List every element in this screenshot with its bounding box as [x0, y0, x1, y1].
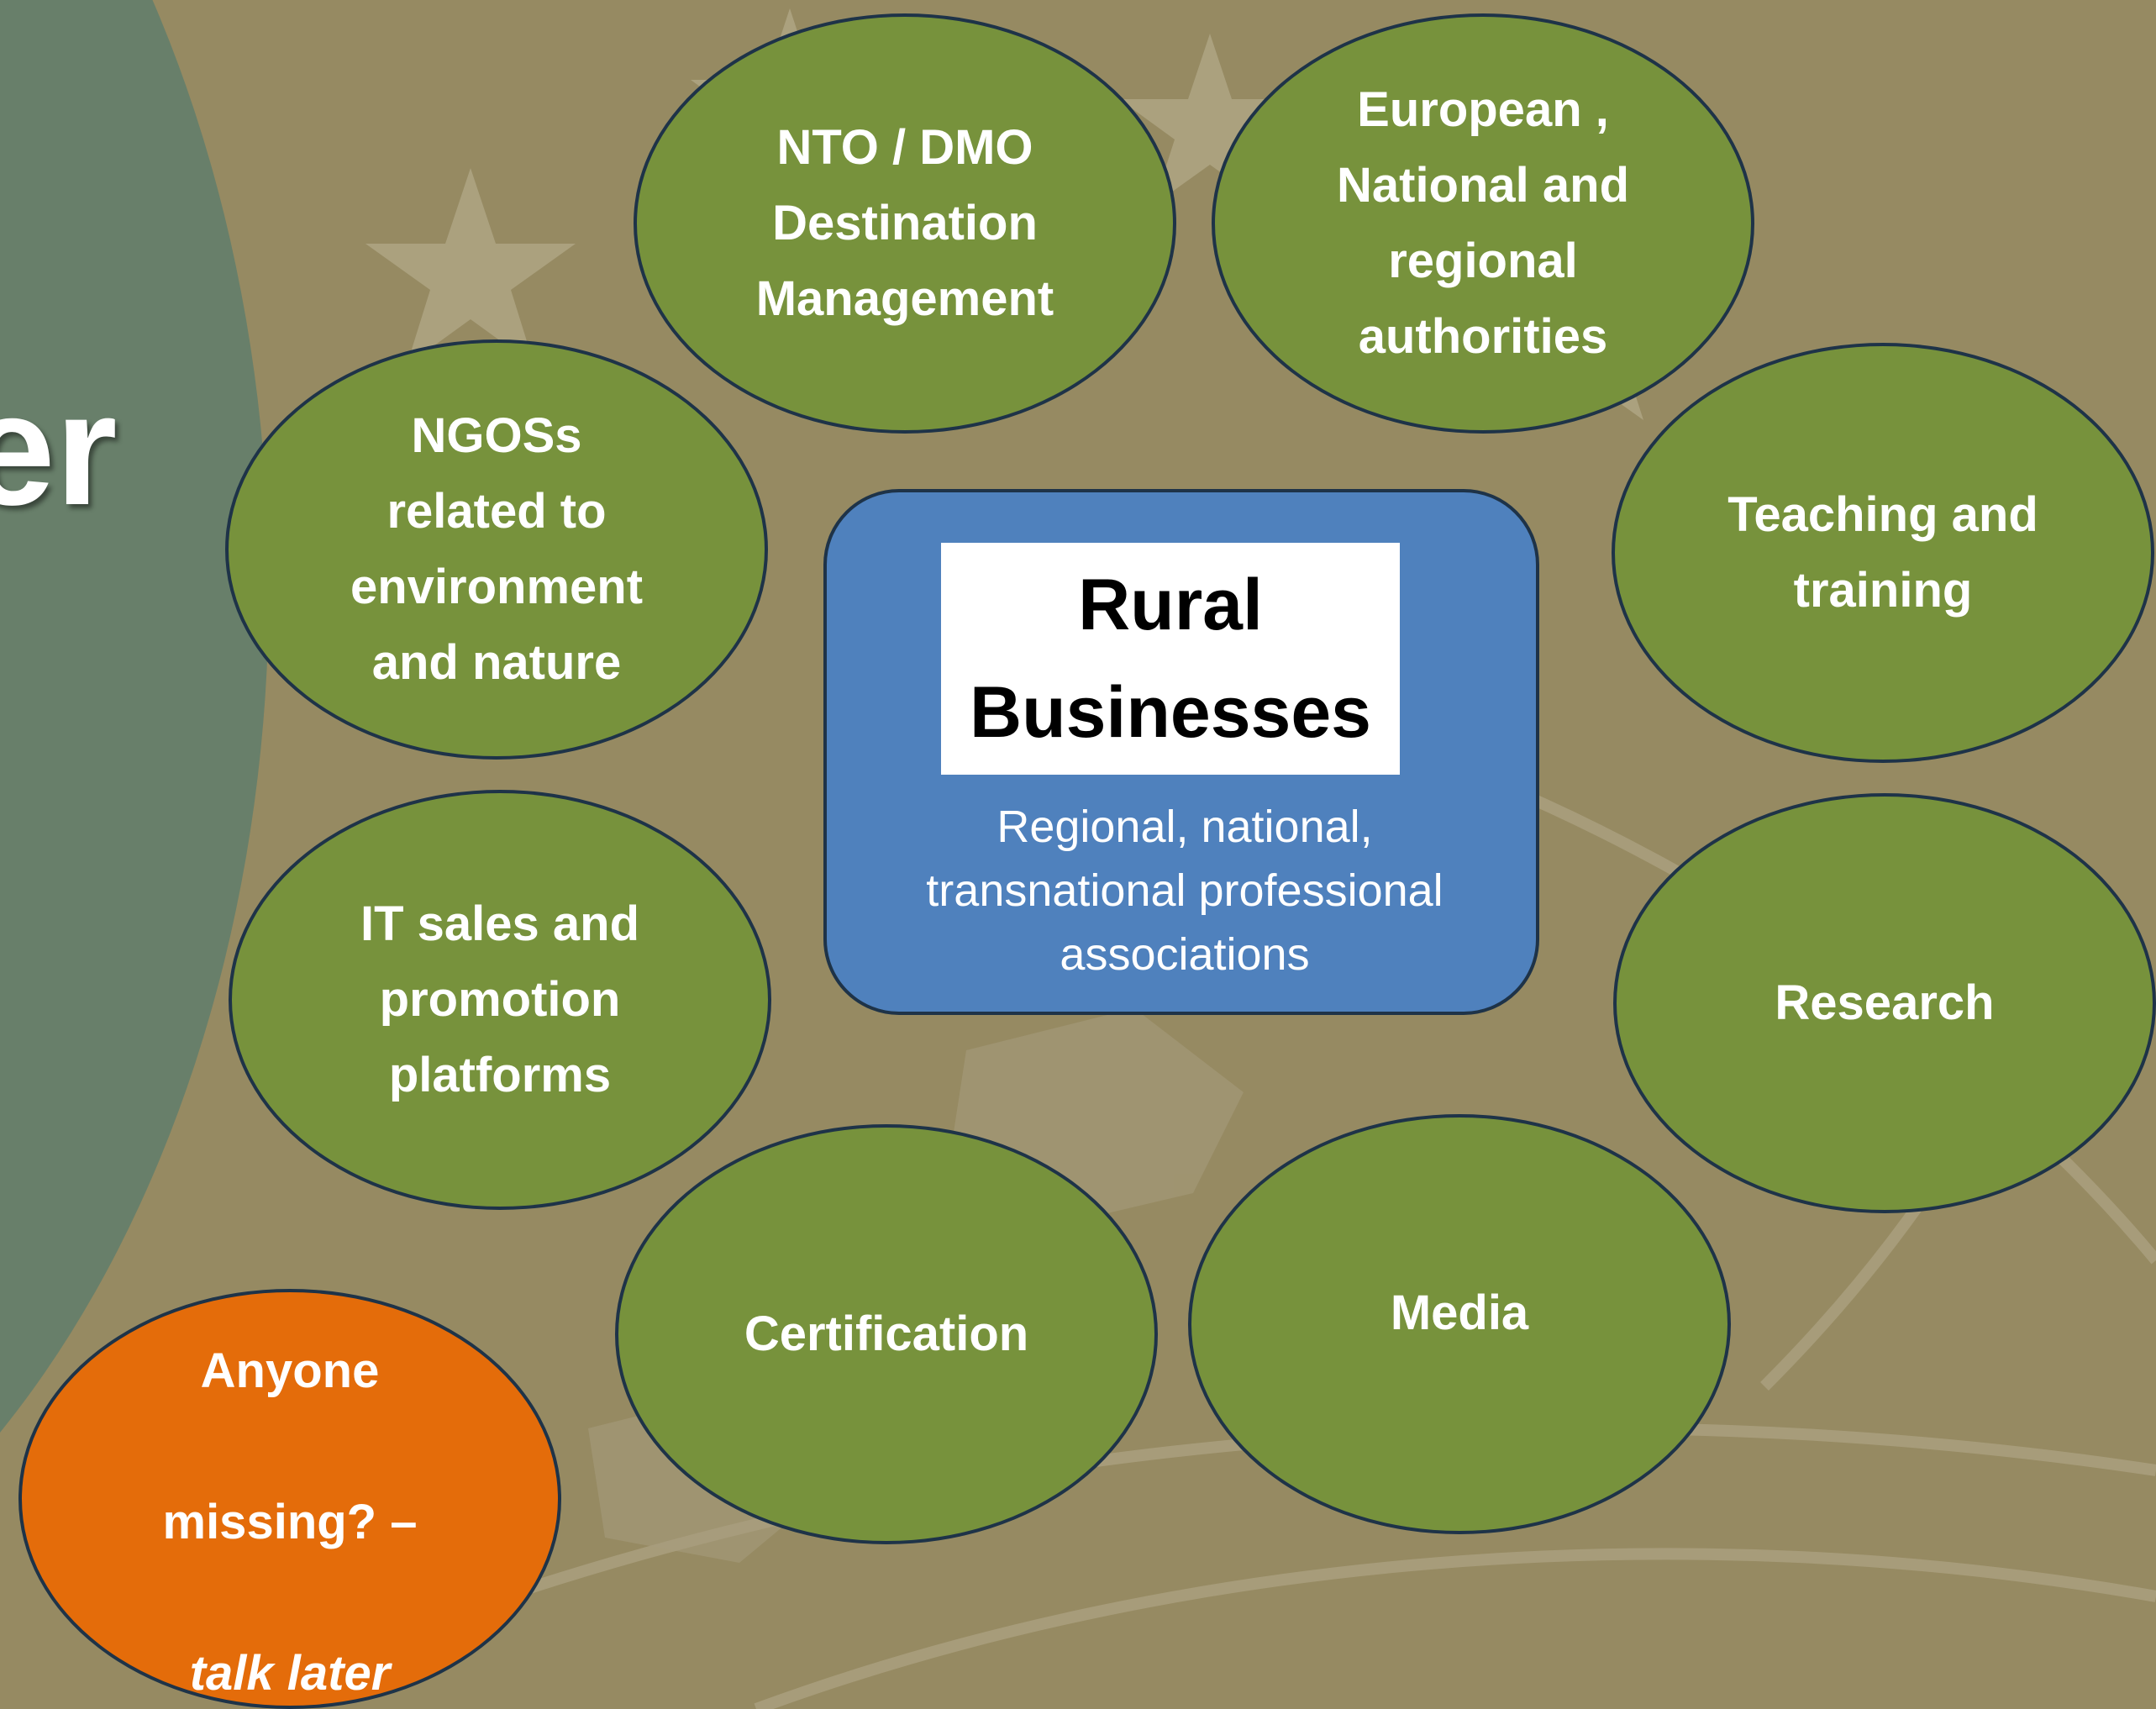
node-anyone-missing: Anyone missing? – talk later [18, 1289, 561, 1709]
node-teaching-label: Teaching and training [1727, 487, 2038, 618]
node-it-sales: IT sales and promotion platforms [229, 790, 771, 1210]
node-authorities: European , National and regional authori… [1212, 13, 1754, 434]
node-media-label: Media [1390, 1286, 1529, 1340]
node-certification-label: Certification [744, 1307, 1029, 1361]
node-research: Research [1613, 793, 2156, 1213]
node-nto-dmo-label: NTO / DMO Destination Management [755, 120, 1054, 326]
node-it-sales-label: IT sales and promotion platforms [360, 897, 640, 1102]
center-box-rural-businesses: Rural Businesses Regional, national, tra… [823, 489, 1539, 1015]
node-ngos: NGOSs related to environment and nature [225, 339, 768, 760]
partial-slide-title: er [0, 360, 118, 539]
missing-line-1: Anyone [200, 1344, 380, 1398]
node-teaching: Teaching and training [1612, 343, 2154, 763]
missing-line-3: talk later [189, 1646, 391, 1701]
node-research-label: Research [1775, 975, 1995, 1030]
center-title: Rural Businesses [941, 543, 1400, 775]
node-anyone-missing-label: Anyone missing? – talk later [163, 1258, 418, 1709]
node-media: Media [1188, 1114, 1731, 1534]
node-certification: Certification [615, 1124, 1158, 1544]
node-nto-dmo: NTO / DMO Destination Management [634, 13, 1176, 434]
missing-line-2: missing? – [162, 1495, 418, 1549]
node-authorities-label: European , National and regional authori… [1336, 82, 1630, 364]
center-subtitle: Regional, national, transnational profes… [926, 802, 1443, 980]
node-ngos-label: NGOSs related to environment and nature [350, 408, 644, 690]
